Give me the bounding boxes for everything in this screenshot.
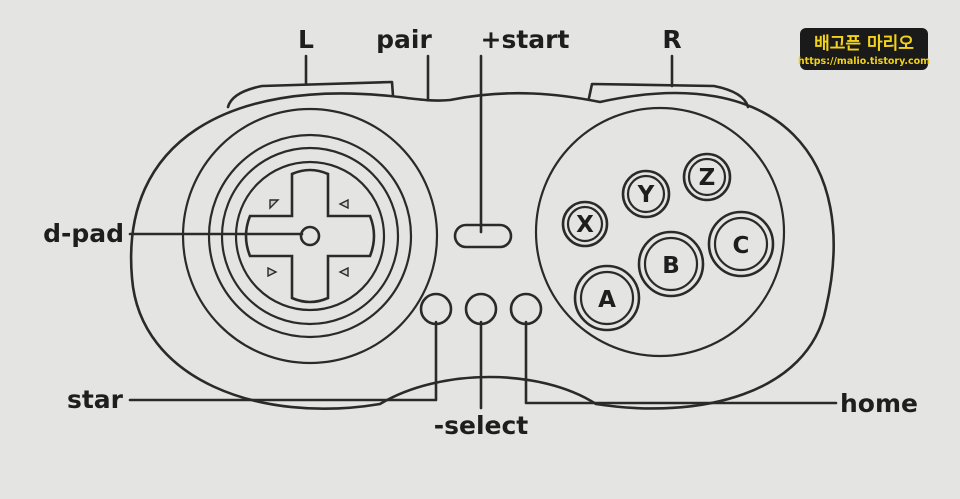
- button-a-inner: [579, 270, 635, 326]
- left-ring-middle: [207, 133, 413, 339]
- left-ring-outer: [181, 107, 439, 365]
- button-a-outline: [573, 264, 641, 332]
- button-y-outline: [621, 169, 671, 219]
- select-button: [464, 292, 498, 326]
- button-x-label: X: [576, 212, 594, 238]
- button-z: Z: [682, 152, 732, 202]
- dpad-center: [299, 225, 321, 247]
- watermark-background: [800, 28, 928, 70]
- button-c-outline: [707, 210, 775, 278]
- leader-lines: [128, 54, 838, 410]
- button-z-label: Z: [699, 165, 716, 191]
- button-a: A: [573, 264, 641, 332]
- label-star: star: [67, 385, 124, 414]
- label-start: +start: [481, 25, 570, 54]
- dpad-arrow-down-right-icon: [338, 266, 349, 278]
- button-b-outline: [637, 230, 705, 298]
- button-b-inner: [643, 236, 699, 292]
- button-a-label: A: [598, 287, 616, 313]
- watermark-title: 배고픈 마리오: [814, 34, 914, 54]
- face-buttons: X Y Z A B C: [561, 152, 775, 332]
- button-x-outline: [561, 200, 609, 248]
- button-z-inner: [687, 157, 727, 197]
- dpad-arrow-up-left-icon: [269, 199, 280, 210]
- button-x: X: [561, 200, 609, 248]
- button-z-outline: [682, 152, 732, 202]
- start-button: [453, 223, 513, 249]
- label-pair: pair: [376, 25, 432, 54]
- watermark: 배고픈 마리오 https://malio.tistory.com: [798, 28, 930, 70]
- button-x-inner: [566, 205, 604, 243]
- button-b-label: B: [662, 253, 680, 279]
- home-button: [509, 292, 543, 326]
- dpad-arrow-up-right-icon: [338, 198, 349, 210]
- button-y-label: Y: [637, 182, 655, 208]
- right-ring: [534, 106, 786, 358]
- dpad-arrow-down-left-icon: [267, 266, 278, 278]
- watermark-url: https://malio.tistory.com: [798, 56, 930, 67]
- right-shoulder-button: [587, 82, 750, 109]
- button-c-label: C: [733, 233, 750, 259]
- star-button: [419, 292, 453, 326]
- button-c-inner: [713, 216, 769, 272]
- label-l: L: [298, 25, 314, 54]
- dpad-well: [234, 160, 386, 312]
- left-ring-inner: [220, 146, 400, 326]
- label-select: -select: [434, 411, 529, 440]
- label-dpad: d-pad: [43, 219, 124, 248]
- label-r: R: [662, 25, 681, 54]
- label-home: home: [840, 389, 918, 418]
- button-b: B: [637, 230, 705, 298]
- button-y-inner: [626, 174, 666, 214]
- leader-line-star: [128, 320, 438, 402]
- left-shoulder-button: [226, 80, 395, 109]
- dpad: [244, 168, 376, 304]
- leader-line-home: [524, 320, 838, 405]
- left-grip: [181, 107, 439, 365]
- button-c: C: [707, 210, 775, 278]
- button-y: Y: [621, 169, 671, 219]
